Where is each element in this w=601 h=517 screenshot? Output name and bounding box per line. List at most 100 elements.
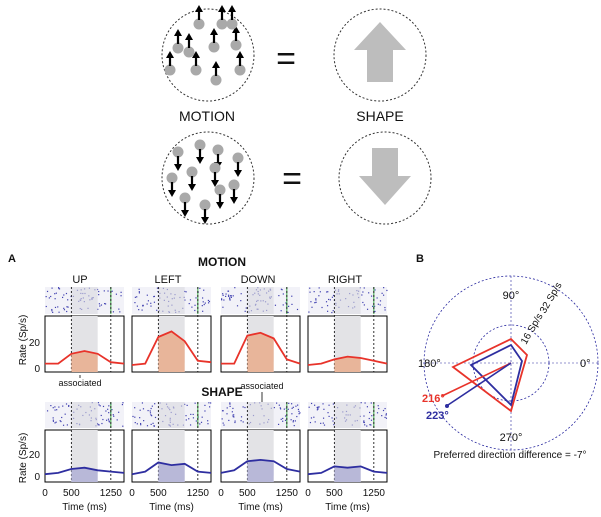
raster-spike: [232, 295, 234, 297]
raster-spike: [98, 303, 100, 305]
angle-label-0: 0°: [580, 358, 591, 370]
raster-spike: [134, 302, 136, 304]
raster-spike: [361, 294, 363, 296]
raster-spike: [317, 408, 319, 410]
raster-spike: [195, 420, 197, 422]
raster-spike: [369, 411, 371, 414]
moving-dot: [172, 42, 184, 54]
xlabel: Time (ms): [325, 502, 370, 513]
raster-spike: [202, 310, 204, 312]
raster-spike: [376, 297, 378, 299]
raster-spike: [139, 409, 141, 411]
panel-b-label: B: [416, 253, 424, 265]
raster-spike: [242, 421, 244, 423]
raster-spike: [227, 290, 229, 292]
raster-spike: [298, 410, 300, 413]
raster-spike: [281, 289, 283, 291]
motion-up-circle: [161, 8, 255, 102]
raster-spike: [204, 410, 206, 412]
shape-pref-dot: [445, 404, 449, 408]
raster-spike: [326, 291, 328, 293]
raster-spike: [136, 423, 138, 425]
raster-spike: [156, 287, 159, 289]
shape-tuning-polygon: [469, 343, 523, 407]
raster-spike: [221, 298, 223, 300]
raster-spike: [185, 291, 187, 293]
psth-line: [307, 465, 388, 476]
arrowhead-icon: [236, 51, 244, 58]
raster-spike: [203, 289, 205, 291]
raster-window: [247, 287, 274, 314]
shape-down-circle: [338, 131, 432, 225]
raster-spike: [242, 406, 244, 408]
raster-spike: [191, 306, 193, 308]
raster-spike: [274, 304, 277, 306]
raster-spike: [377, 303, 379, 305]
raster-spike: [298, 413, 300, 415]
xtick-label: 1250: [100, 488, 123, 499]
raster-spike: [52, 417, 54, 419]
raster-spike: [62, 424, 65, 426]
raster-spike: [287, 408, 289, 410]
raster-spike: [207, 302, 210, 304]
raster-spike: [370, 419, 373, 421]
raster-spike: [46, 410, 49, 412]
xtick-label: 500: [63, 488, 80, 499]
raster-spike: [61, 416, 63, 419]
raster-spike: [102, 418, 104, 421]
raster-spike: [278, 294, 280, 297]
raster-spike: [97, 424, 99, 426]
raster-spike: [104, 303, 107, 305]
raster-spike: [317, 407, 319, 409]
raster-spike: [48, 297, 50, 299]
raster-spike: [231, 411, 233, 413]
raster-spike: [202, 301, 204, 303]
raster-spike: [386, 289, 388, 292]
raster-spike: [195, 297, 197, 299]
raster-spike: [229, 299, 231, 301]
raster-spike: [309, 421, 312, 424]
raster-spike: [325, 301, 328, 303]
psth-shape-down: [220, 402, 301, 483]
raster-spike: [314, 302, 316, 304]
raster-spike: [59, 420, 61, 422]
raster-spike: [369, 424, 371, 426]
raster-spike: [98, 290, 100, 293]
raster-spike: [112, 414, 114, 416]
raster-spike: [373, 305, 376, 307]
raster-spike: [232, 407, 234, 410]
raster-spike: [291, 303, 293, 305]
raster-spike: [240, 420, 242, 422]
raster-spike: [329, 299, 331, 301]
raster-spike: [318, 287, 320, 289]
raster-spike: [146, 294, 148, 296]
xtick-label: 1250: [187, 488, 210, 499]
arrowhead-icon: [228, 5, 236, 12]
raster-spike: [152, 422, 154, 424]
raster-spike: [119, 311, 121, 313]
raster-spike: [232, 415, 234, 418]
raster-spike: [147, 409, 149, 412]
raster-spike: [111, 409, 113, 411]
raster-spike: [333, 423, 335, 426]
raster-spike: [98, 294, 100, 296]
raster-spike: [233, 414, 235, 416]
raster-spike: [273, 406, 275, 409]
raster-spike: [309, 287, 311, 289]
raster-spike: [149, 412, 152, 414]
raster-spike: [154, 403, 156, 405]
moving-dot: [212, 144, 224, 156]
raster-spike: [57, 306, 59, 308]
raster-spike: [54, 406, 56, 408]
raster-spike: [142, 304, 144, 306]
raster-spike: [385, 413, 388, 415]
arrowhead-icon: [195, 5, 203, 12]
raster-spike: [222, 422, 224, 424]
raster-spike: [226, 407, 228, 409]
raster-spike: [120, 295, 122, 297]
raster-spike: [290, 419, 292, 421]
raster-spike: [121, 403, 124, 406]
raster-spike: [55, 421, 57, 423]
arrowhead-icon: [192, 51, 200, 58]
raster-spike: [58, 311, 60, 313]
